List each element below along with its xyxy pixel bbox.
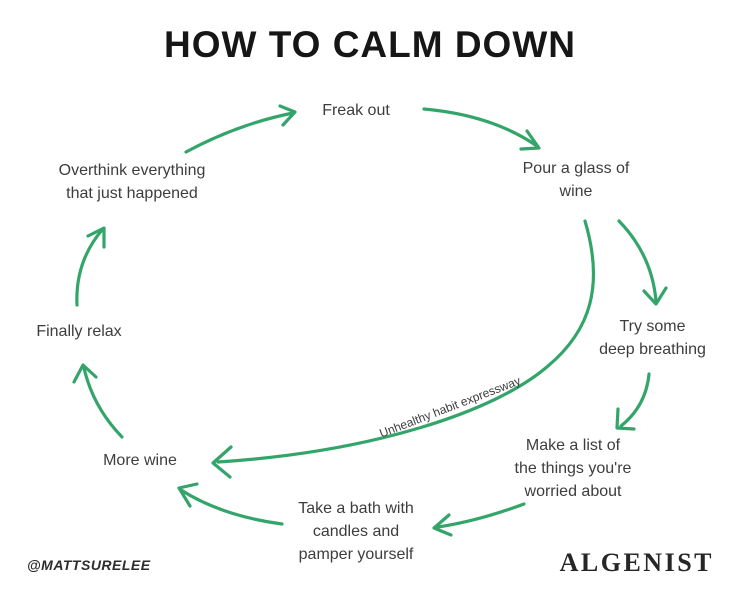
arrow-head-icon	[86, 226, 106, 249]
cycle-node-make-list: Make a list of the things you're worried…	[514, 437, 632, 500]
arrow-head-icon	[211, 445, 233, 479]
arrow-curve	[436, 502, 526, 529]
arrow-unhealthy-habit-expressway	[211, 219, 596, 479]
arrow-curve	[619, 372, 651, 428]
arrow-curve	[82, 366, 124, 439]
brand-logo: ALGENIST	[559, 548, 714, 577]
author-credit: @MATTSURELEE	[27, 557, 151, 573]
cycle-node-deep-breathing: Try some deep breathing	[599, 318, 706, 358]
cycle-node-pour-wine: Pour a glass of wine	[522, 160, 630, 200]
cycle-node-freak-out: Freak out	[322, 102, 390, 119]
arrow-freak-out-to-pour-wine	[422, 107, 541, 151]
arrow-pour-wine-to-deep-breathing	[617, 219, 668, 306]
arrow-more-wine-to-finally-relax	[72, 363, 124, 439]
arrow-curve	[617, 219, 658, 303]
arrow-curve	[216, 219, 596, 464]
arrow-head-icon	[177, 482, 199, 508]
arrow-take-bath-to-more-wine	[177, 482, 284, 526]
arrow-curve	[184, 111, 295, 154]
arrow-head-icon	[432, 513, 453, 537]
arrow-deep-breathing-to-make-list	[615, 372, 651, 431]
arrow-head-icon	[615, 407, 636, 431]
cycle-node-finally-relax: Finally relax	[36, 323, 122, 340]
cycle-node-take-bath: Take a bath with candles and pamper your…	[298, 500, 414, 563]
arrow-head-icon	[72, 363, 98, 384]
arrow-head-icon	[519, 129, 541, 151]
arrow-make-list-to-take-bath	[432, 502, 526, 537]
page-title: HOW TO CALM DOWN	[164, 24, 576, 65]
arrow-curve	[422, 107, 539, 148]
cycle-node-overthink: Overthink everything that just happened	[58, 162, 206, 202]
arrow-curve	[179, 488, 284, 526]
arrow-overthink-to-freak-out	[184, 104, 297, 154]
arrow-finally-relax-to-overthink	[75, 226, 106, 307]
arrow-head-icon	[278, 104, 297, 127]
cycle-node-more-wine: More wine	[103, 452, 177, 469]
arrow-curve	[75, 228, 104, 307]
arrow-head-icon	[642, 286, 668, 306]
